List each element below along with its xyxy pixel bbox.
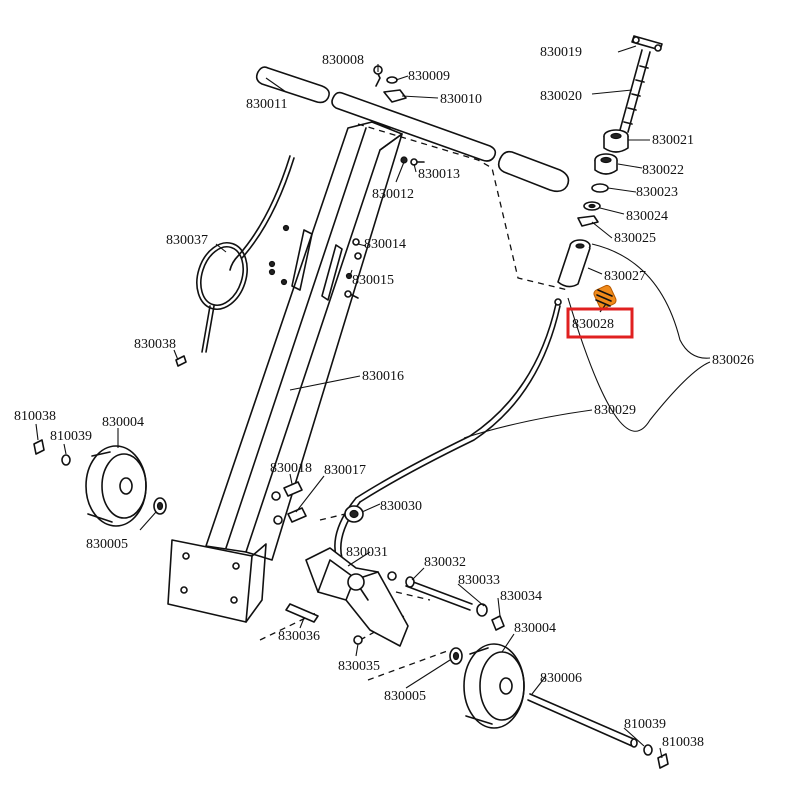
label-830030[interactable]: 830030 xyxy=(380,499,422,514)
tension-spring-830028[interactable] xyxy=(593,284,618,310)
base-pin[interactable] xyxy=(285,603,319,623)
label-830004-right[interactable]: 830004 xyxy=(514,621,556,636)
label-830023[interactable]: 830023 xyxy=(636,185,678,200)
label-830019[interactable]: 830019 xyxy=(540,45,582,60)
left-axle-nut[interactable] xyxy=(33,439,45,455)
label-830027[interactable]: 830027 xyxy=(604,269,646,284)
bracket-bolts[interactable] xyxy=(271,481,307,525)
right-wheel-spacer[interactable] xyxy=(449,647,463,665)
label-830015[interactable]: 830015 xyxy=(352,273,394,288)
lower-bushing[interactable] xyxy=(594,153,618,175)
label-830029[interactable]: 830029 xyxy=(594,403,636,418)
label-830005-left[interactable]: 830005 xyxy=(86,537,128,552)
label-830036[interactable]: 830036 xyxy=(278,629,320,644)
label-830020[interactable]: 830020 xyxy=(540,89,582,104)
label-830026[interactable]: 830026 xyxy=(712,353,754,368)
label-830031[interactable]: 830031 xyxy=(346,545,388,560)
rear-axle[interactable] xyxy=(527,693,638,748)
handle-crossbar[interactable] xyxy=(331,91,497,162)
label-810039-left[interactable]: 810039 xyxy=(50,429,92,444)
leader-lines xyxy=(35,45,711,759)
label-830035[interactable]: 830035 xyxy=(338,659,380,674)
label-830012[interactable]: 830012 xyxy=(372,187,414,202)
left-wheel-spacer[interactable] xyxy=(153,497,167,515)
label-830038[interactable]: 830038 xyxy=(134,337,176,352)
handle-lock-washer[interactable] xyxy=(386,76,398,84)
label-830017[interactable]: 830017 xyxy=(324,463,366,478)
label-810039-right[interactable]: 810039 xyxy=(624,717,666,732)
hex-nut[interactable] xyxy=(577,215,599,227)
adjuster-knob[interactable] xyxy=(631,35,663,52)
label-830016[interactable]: 830016 xyxy=(362,369,404,384)
handle-clamp-nut[interactable] xyxy=(383,89,407,103)
label-830022[interactable]: 830022 xyxy=(642,163,684,178)
label-830032[interactable]: 830032 xyxy=(424,555,466,570)
throttle-cable-coil[interactable] xyxy=(189,155,295,353)
pivot-nut[interactable] xyxy=(491,615,505,631)
label-830025[interactable]: 830025 xyxy=(614,231,656,246)
pivot-washer[interactable] xyxy=(476,603,488,617)
bracket-nut[interactable] xyxy=(353,635,363,645)
spring-washer[interactable] xyxy=(583,201,601,211)
frame-screw-set[interactable] xyxy=(268,156,425,299)
frame-base-plate[interactable] xyxy=(167,539,267,623)
label-830008[interactable]: 830008 xyxy=(322,53,364,68)
right-axle-nut[interactable] xyxy=(657,753,669,769)
pulley-wheel[interactable] xyxy=(344,505,364,523)
left-axle-washer[interactable] xyxy=(61,454,71,466)
label-830037[interactable]: 830037 xyxy=(166,233,208,248)
label-830010[interactable]: 830010 xyxy=(440,92,482,107)
right-wheel[interactable] xyxy=(463,643,525,729)
drawing xyxy=(33,35,711,769)
pedal-bracket[interactable] xyxy=(305,547,409,647)
label-830004-left[interactable]: 830004 xyxy=(102,415,144,430)
label-810038-right[interactable]: 810038 xyxy=(662,735,704,750)
label-830006[interactable]: 830006 xyxy=(540,671,582,686)
left-wheel[interactable] xyxy=(85,445,147,527)
label-830028[interactable]: 830028 xyxy=(572,317,614,332)
control-rod[interactable] xyxy=(334,298,562,559)
label-830013[interactable]: 830013 xyxy=(418,167,460,182)
label-810038-left[interactable]: 810038 xyxy=(14,409,56,424)
adjuster-sleeve[interactable] xyxy=(557,239,591,288)
label-830005-right[interactable]: 830005 xyxy=(384,689,426,704)
label-830011[interactable]: 830011 xyxy=(246,97,287,112)
handle-grip-left[interactable] xyxy=(255,66,330,104)
label-830024[interactable]: 830024 xyxy=(626,209,668,224)
label-830034[interactable]: 830034 xyxy=(500,589,542,604)
label-830033[interactable]: 830033 xyxy=(458,573,500,588)
right-axle-washer[interactable] xyxy=(643,744,653,756)
part-labels: 830008 830009 830010 830011 830012 83001… xyxy=(14,45,754,750)
label-830018[interactable]: 830018 xyxy=(270,461,312,476)
selected-part-box xyxy=(566,307,634,339)
label-830021[interactable]: 830021 xyxy=(652,133,694,148)
cable-end-clip[interactable] xyxy=(175,355,187,367)
flat-washer[interactable] xyxy=(591,183,609,193)
label-830014[interactable]: 830014 xyxy=(364,237,406,252)
label-830009[interactable]: 830009 xyxy=(408,69,450,84)
handle-bolt[interactable] xyxy=(373,65,383,87)
upper-bushing[interactable] xyxy=(603,129,629,153)
handle-grip-right[interactable] xyxy=(497,150,570,193)
